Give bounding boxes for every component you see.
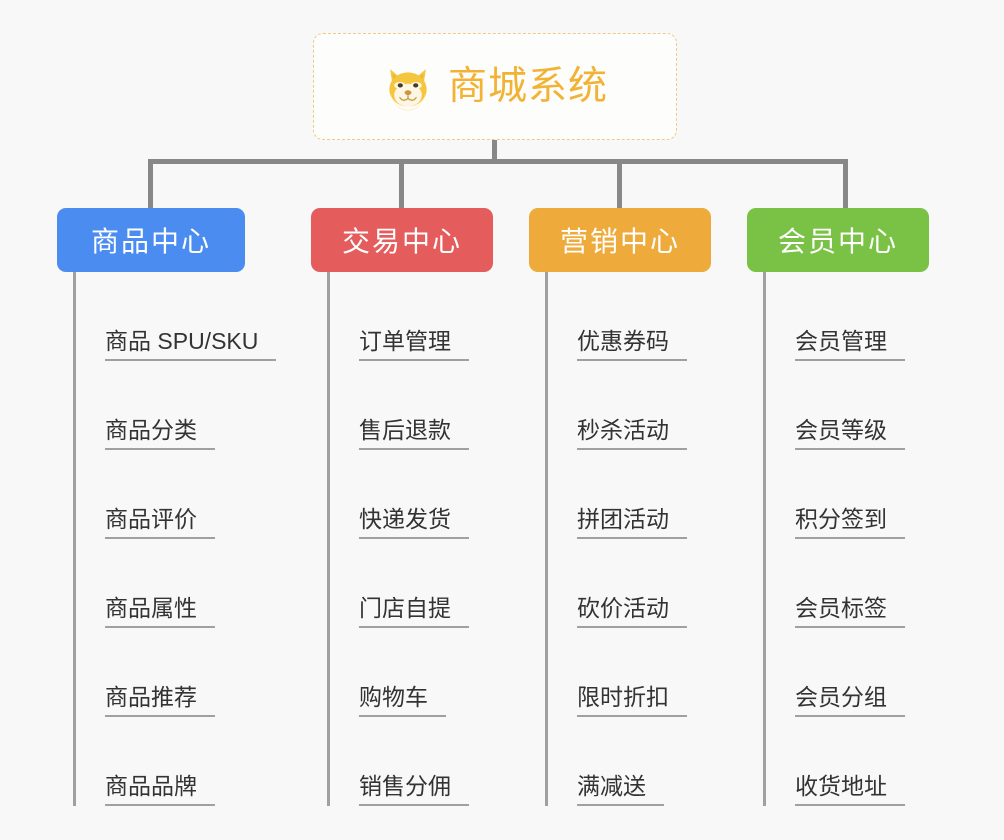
leaf-item-label: 秒杀活动 xyxy=(577,415,687,450)
root-node[interactable]: 商城系统 xyxy=(313,33,677,140)
category-header[interactable]: 营销中心 xyxy=(529,208,711,272)
leaf-list: 商品 SPU/SKU 商品分类商品评价商品属性商品推荐商品品牌 xyxy=(57,272,277,806)
leaf-item[interactable]: 商品推荐 xyxy=(57,628,245,717)
category-column: 商品中心商品 SPU/SKU 商品分类商品评价商品属性商品推荐商品品牌 xyxy=(57,208,277,806)
leaf-item[interactable]: 商品评价 xyxy=(57,450,245,539)
shiba-dog-face-icon xyxy=(382,61,434,113)
connector-drop-3 xyxy=(617,159,622,209)
column-spine xyxy=(763,272,766,806)
column-spine xyxy=(327,272,330,806)
leaf-item[interactable]: 商品 SPU/SKU xyxy=(57,272,277,361)
leaf-item[interactable]: 秒杀活动 xyxy=(529,361,711,450)
leaf-item[interactable]: 商品属性 xyxy=(57,539,245,628)
leaf-item[interactable]: 销售分佣 xyxy=(311,717,493,806)
leaf-item[interactable]: 砍价活动 xyxy=(529,539,711,628)
leaf-item[interactable]: 订单管理 xyxy=(311,272,493,361)
leaf-item-label: 砍价活动 xyxy=(577,593,687,628)
leaf-item-label: 快递发货 xyxy=(359,504,469,539)
connector-drop-1 xyxy=(148,159,153,209)
leaf-item[interactable]: 购物车 xyxy=(311,628,493,717)
leaf-item[interactable]: 满减送 xyxy=(529,717,711,806)
leaf-item-label: 销售分佣 xyxy=(359,771,469,806)
leaf-item-label: 会员标签 xyxy=(795,593,905,628)
leaf-item-label: 商品评价 xyxy=(105,504,215,539)
leaf-item-label: 优惠券码 xyxy=(577,326,687,361)
leaf-item[interactable]: 门店自提 xyxy=(311,539,493,628)
leaf-item-label: 商品品牌 xyxy=(105,771,215,806)
leaf-item-label: 商品分类 xyxy=(105,415,215,450)
leaf-item-label: 会员管理 xyxy=(795,326,905,361)
leaf-item[interactable]: 优惠券码 xyxy=(529,272,711,361)
leaf-list: 优惠券码秒杀活动拼团活动砍价活动限时折扣满减送 xyxy=(529,272,711,806)
connector-drop-4 xyxy=(843,159,848,209)
column-spine xyxy=(73,272,76,806)
leaf-item[interactable]: 限时折扣 xyxy=(529,628,711,717)
leaf-item-label: 商品推荐 xyxy=(105,682,215,717)
leaf-item[interactable]: 会员等级 xyxy=(747,361,929,450)
category-column: 营销中心优惠券码秒杀活动拼团活动砍价活动限时折扣满减送 xyxy=(529,208,711,806)
leaf-item[interactable]: 收货地址 xyxy=(747,717,929,806)
leaf-item-label: 商品属性 xyxy=(105,593,215,628)
leaf-item-label: 商品 SPU/SKU xyxy=(105,326,277,361)
leaf-item[interactable]: 会员分组 xyxy=(747,628,929,717)
leaf-item[interactable]: 会员管理 xyxy=(747,272,929,361)
column-spine xyxy=(545,272,548,806)
leaf-item-label: 拼团活动 xyxy=(577,504,687,539)
leaf-item-label: 收货地址 xyxy=(795,771,905,806)
category-column: 交易中心订单管理售后退款快递发货门店自提购物车销售分佣 xyxy=(311,208,493,806)
connector-drop-2 xyxy=(399,159,404,209)
leaf-item-label: 限时折扣 xyxy=(577,682,687,717)
leaf-item-label: 满减送 xyxy=(577,771,664,806)
leaf-item-label: 会员分组 xyxy=(795,682,905,717)
leaf-item-label: 门店自提 xyxy=(359,593,469,628)
leaf-item[interactable]: 商品分类 xyxy=(57,361,245,450)
connector-root-stem xyxy=(492,140,497,162)
leaf-item-label: 会员等级 xyxy=(795,415,905,450)
leaf-list: 订单管理售后退款快递发货门店自提购物车销售分佣 xyxy=(311,272,493,806)
leaf-item[interactable]: 拼团活动 xyxy=(529,450,711,539)
leaf-item[interactable]: 快递发货 xyxy=(311,450,493,539)
leaf-item[interactable]: 会员标签 xyxy=(747,539,929,628)
leaf-item-label: 售后退款 xyxy=(359,415,469,450)
leaf-list: 会员管理会员等级积分签到会员标签会员分组收货地址 xyxy=(747,272,929,806)
leaf-item-label: 购物车 xyxy=(359,682,446,717)
connector-horizontal-bus xyxy=(148,159,848,164)
category-column: 会员中心会员管理会员等级积分签到会员标签会员分组收货地址 xyxy=(747,208,929,806)
leaf-item[interactable]: 积分签到 xyxy=(747,450,929,539)
category-header[interactable]: 会员中心 xyxy=(747,208,929,272)
leaf-item[interactable]: 售后退款 xyxy=(311,361,493,450)
category-header[interactable]: 交易中心 xyxy=(311,208,493,272)
leaf-item-label: 订单管理 xyxy=(359,326,469,361)
leaf-item-label: 积分签到 xyxy=(795,504,905,539)
category-header[interactable]: 商品中心 xyxy=(57,208,245,272)
root-title: 商城系统 xyxy=(447,65,608,108)
leaf-item[interactable]: 商品品牌 xyxy=(57,717,245,806)
